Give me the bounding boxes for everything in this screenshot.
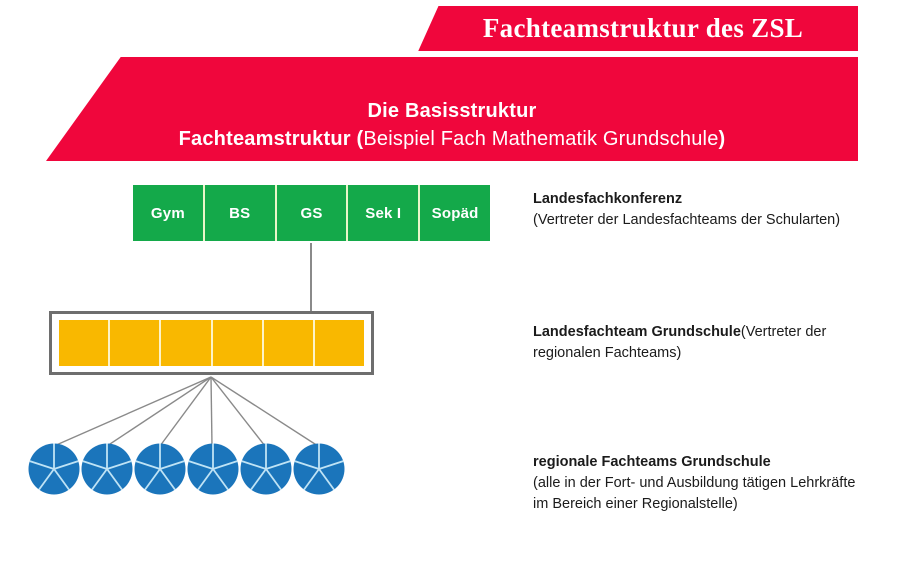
landesfachteam-frame bbox=[49, 311, 374, 375]
landesfachteam-row bbox=[59, 320, 364, 366]
school-type-cell: Sopäd bbox=[431, 204, 479, 222]
school-type-cell: BS bbox=[205, 185, 277, 241]
title-banner: Fachteamstruktur des ZSL bbox=[418, 6, 858, 51]
subtitle-bold-prefix: Fachteamstruktur ( bbox=[178, 128, 364, 150]
regional-team-circle bbox=[187, 443, 239, 495]
landesfachteam-cell bbox=[161, 320, 213, 366]
label-landesfachteam-heading: Landesfachteam Grundschule bbox=[533, 324, 741, 340]
connector-line-fan bbox=[53, 376, 212, 447]
landesfachteam-cell bbox=[264, 320, 315, 366]
label-landesfachkonferenz: Landesfachkonferenz (Vertreter der Lande… bbox=[533, 189, 863, 231]
label-landesfachteam-description: (Vertreter der regionalen Fachteams) bbox=[533, 324, 827, 361]
regional-team-circle bbox=[293, 443, 345, 495]
landesfachteam-cell bbox=[315, 320, 364, 366]
subtitle-line-1: Die Basisstruktur bbox=[367, 100, 537, 122]
label-regionale-fachteams-description: (alle in der Fort- und Ausbildung tätige… bbox=[533, 475, 856, 512]
school-type-cell: Gym bbox=[133, 185, 205, 241]
connector-line-vertical bbox=[310, 243, 312, 313]
landesfachteam-cell bbox=[213, 320, 264, 366]
landesfachteam-cell bbox=[110, 320, 162, 366]
connector-line-fan bbox=[210, 376, 213, 447]
regional-team-circle bbox=[81, 443, 133, 495]
school-type-cell: Sek I bbox=[348, 185, 421, 241]
regional-team-circle bbox=[240, 443, 292, 495]
connector-line-fan bbox=[210, 376, 266, 447]
label-landesfachkonferenz-heading: Landesfachkonferenz bbox=[533, 191, 683, 207]
regional-team-circle bbox=[134, 443, 186, 495]
landesfachteam-cell bbox=[59, 320, 111, 366]
label-regionale-fachteams: regionale Fachteams Grundschule (alle in… bbox=[533, 452, 863, 515]
page-title: Fachteamstruktur des ZSL bbox=[482, 13, 804, 43]
regionale-fachteams-row bbox=[28, 443, 364, 497]
school-type-cell: GS bbox=[277, 185, 349, 241]
subtitle-banner-text: Die Basisstruktur Fachteamstruktur (Beis… bbox=[46, 97, 858, 153]
label-regionale-fachteams-heading: regionale Fachteams Grundschule bbox=[533, 454, 771, 470]
subtitle-regular-part: Beispiel Fach Mathematik Grundschule bbox=[363, 128, 719, 150]
label-landesfachteam: Landesfachteam Grundschule(Vertreter der… bbox=[533, 322, 863, 364]
subtitle-banner: Die Basisstruktur Fachteamstruktur (Beis… bbox=[46, 57, 858, 161]
landesfachkonferenz-row: Gym BS GS Sek I Sopäd bbox=[133, 185, 490, 241]
connector-line-fan bbox=[106, 376, 212, 447]
regional-team-circle bbox=[28, 443, 80, 495]
subtitle-line-2: Fachteamstruktur (Beispiel Fach Mathemat… bbox=[46, 125, 858, 153]
connector-line-fan bbox=[159, 376, 212, 447]
label-landesfachkonferenz-description: (Vertreter der Landesfachteams der Schul… bbox=[533, 212, 841, 228]
connector-line-fan bbox=[210, 376, 319, 447]
subtitle-bold-suffix: ) bbox=[718, 128, 726, 150]
